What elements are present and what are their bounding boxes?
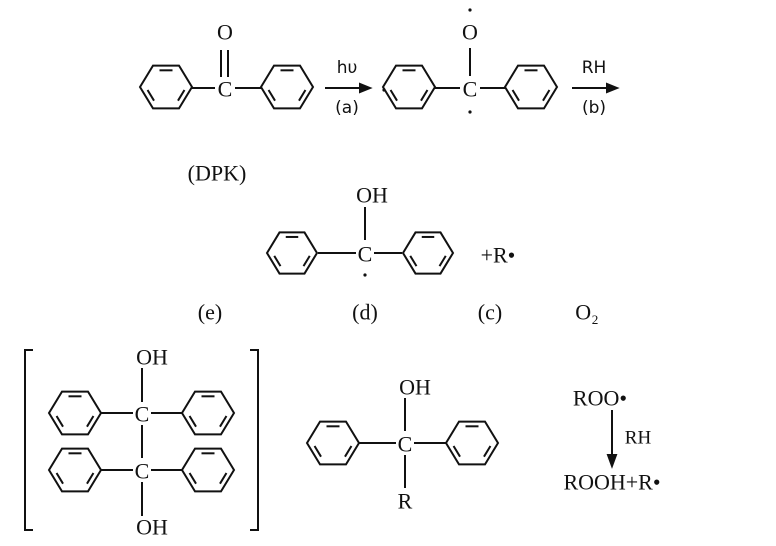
ring-outline — [381, 64, 437, 110]
right-bracket — [250, 349, 259, 531]
triplet-carbon: C — [463, 77, 478, 102]
ring-double-bond — [409, 255, 418, 267]
hydroperoxide: ROOH+R• — [563, 470, 660, 495]
pinacol-oh-bottom: OH — [136, 515, 168, 540]
ring-double-bond — [188, 472, 197, 485]
ring-double-bond — [542, 89, 551, 102]
arrow-a-step: (a) — [335, 98, 359, 118]
dpk-molecule: O C — [192, 20, 261, 102]
ketyl-carbon: C — [358, 242, 373, 267]
alkyl-adduct: OH C R — [359, 375, 446, 514]
pinacol-oh-top: OH — [136, 345, 168, 370]
triplet-molecule: O C — [382, 8, 505, 114]
ring-outline — [444, 420, 500, 466]
adduct-r: R — [398, 489, 413, 514]
ring-outline — [47, 447, 103, 493]
ring-double-bond — [219, 415, 228, 428]
ring-double-bond — [55, 415, 64, 428]
ring-outline — [305, 420, 361, 466]
ring-double-bond — [86, 472, 95, 485]
dpk-oxygen: O — [217, 20, 233, 45]
label-e: (e) — [198, 300, 222, 325]
ketyl-radical: OH C — [318, 183, 402, 277]
triplet-oxygen: O — [462, 20, 478, 45]
radical-dot — [468, 110, 472, 114]
ring-outline — [401, 231, 455, 275]
benzene-ring — [180, 390, 236, 436]
ring-outline — [138, 64, 194, 110]
ring-outline — [47, 390, 103, 436]
ring-outline — [180, 447, 236, 493]
alkyl-radical: +R• — [481, 243, 516, 268]
peroxy-arrow-label: RH — [625, 428, 652, 449]
arrow-a — [325, 82, 373, 94]
radical-dot — [363, 273, 367, 277]
benzene-ring — [305, 420, 361, 466]
arrow-b-step: (b) — [582, 98, 606, 118]
benzene-ring — [138, 64, 194, 110]
arrow-a-label: hυ — [337, 58, 358, 78]
peroxy-arrow — [606, 410, 618, 469]
ring-outline — [265, 231, 319, 275]
benzene-ring — [47, 447, 103, 493]
arrow-b — [572, 82, 620, 94]
benzene-ring — [180, 447, 236, 493]
pinacol-carbon-top: C — [135, 402, 150, 427]
ring-double-bond — [302, 255, 311, 267]
ring-double-bond — [267, 89, 276, 102]
adduct-oh: OH — [399, 375, 431, 400]
adduct-carbon: C — [398, 432, 413, 457]
benzene-ring — [259, 64, 315, 110]
label-d: (d) — [352, 300, 378, 325]
dpk-label: (DPK) — [188, 161, 247, 186]
dpk-carbon: C — [218, 77, 233, 102]
ring-double-bond — [146, 89, 155, 102]
ring-double-bond — [55, 472, 64, 485]
label-o2: O₂ — [575, 300, 599, 325]
ring-outline — [503, 64, 559, 110]
ring-double-bond — [438, 255, 447, 267]
ring-double-bond — [313, 445, 322, 458]
ring-double-bond — [344, 445, 353, 458]
ring-double-bond — [483, 445, 492, 458]
ketyl-oh: OH — [356, 183, 388, 208]
label-c: (c) — [478, 300, 502, 325]
left-bracket — [24, 349, 33, 531]
ring-double-bond — [273, 255, 282, 267]
benzene-ring — [444, 420, 500, 466]
ring-double-bond — [298, 89, 307, 102]
benzene-ring — [47, 390, 103, 436]
ring-double-bond — [452, 445, 461, 458]
ring-outline — [180, 390, 236, 436]
ring-double-bond — [511, 89, 520, 102]
benzpinacol: OH C C OH — [101, 345, 182, 540]
benzene-ring — [503, 64, 559, 110]
ring-outline — [259, 64, 315, 110]
peroxy-radical: ROO• — [573, 386, 627, 411]
benzene-ring — [401, 231, 455, 275]
ring-double-bond — [420, 89, 429, 102]
benzene-ring — [265, 231, 319, 275]
ring-double-bond — [219, 472, 228, 485]
pinacol-carbon-bottom: C — [135, 459, 150, 484]
ring-double-bond — [188, 415, 197, 428]
ring-double-bond — [86, 415, 95, 428]
ring-double-bond — [389, 89, 398, 102]
ring-double-bond — [177, 89, 186, 102]
benzene-ring — [381, 64, 437, 110]
arrow-b-label: RH — [582, 58, 607, 78]
radical-dot — [468, 8, 472, 12]
